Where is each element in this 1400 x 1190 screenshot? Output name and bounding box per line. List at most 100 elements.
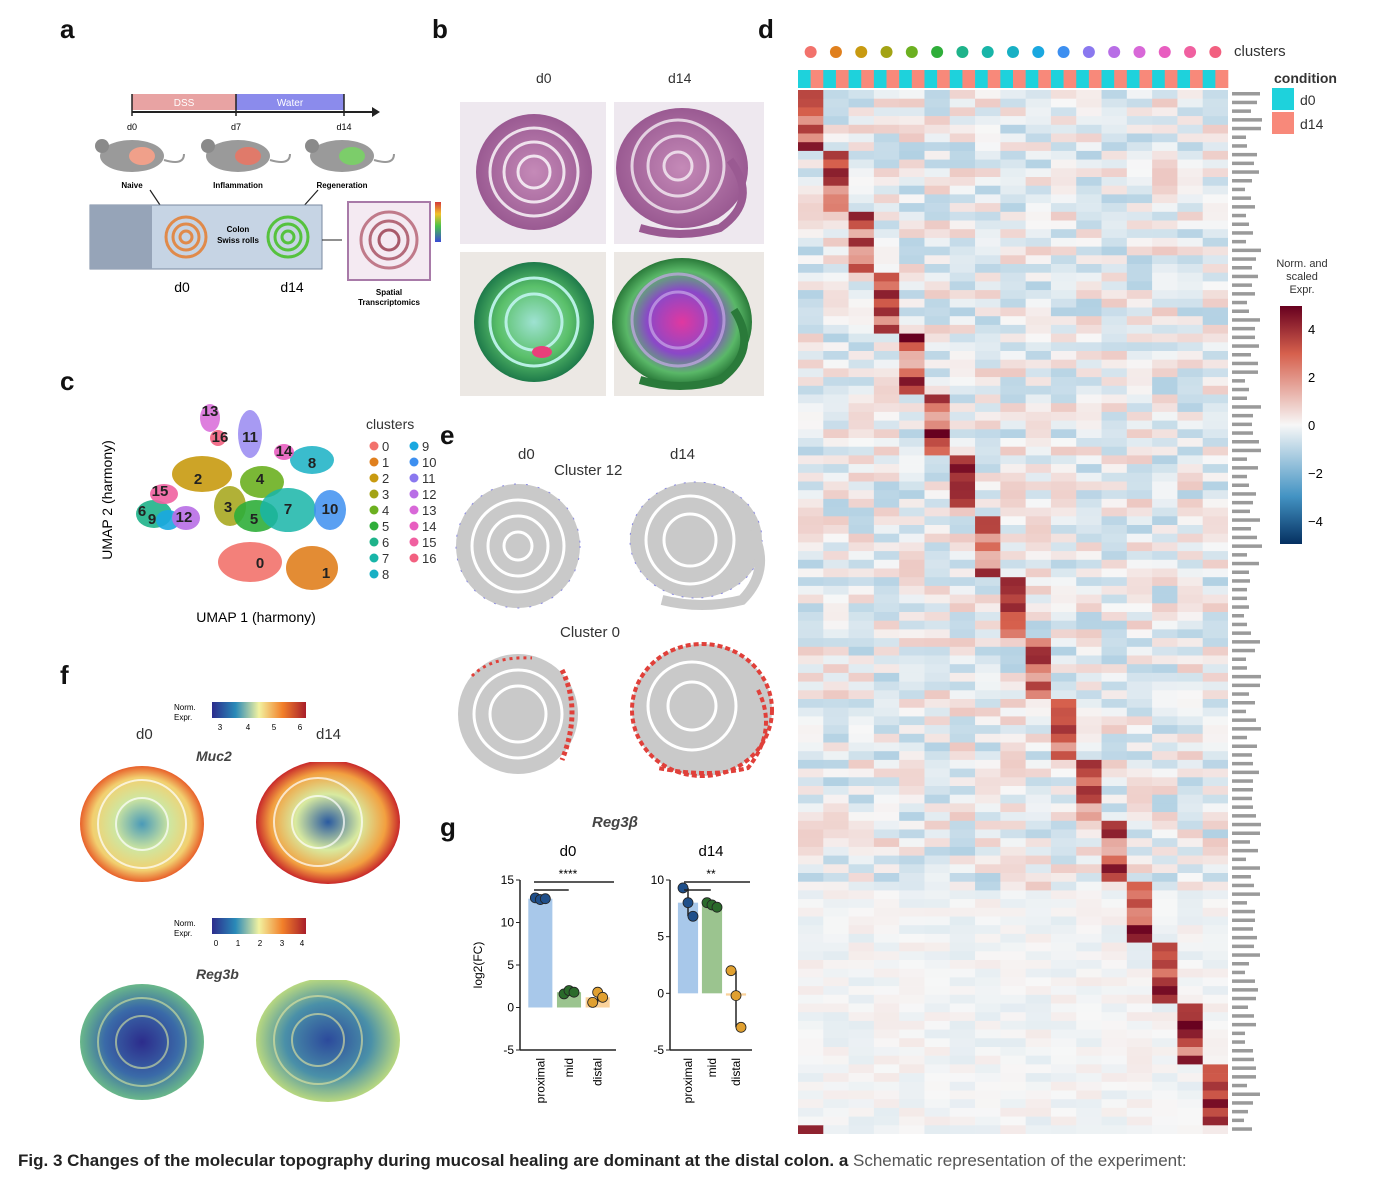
- gene-label-mark: [1232, 457, 1247, 461]
- panel-label-a: a: [60, 14, 75, 44]
- gene-label-mark: [1232, 996, 1256, 1001]
- umap-legend-label: 10: [422, 455, 436, 470]
- cbar-tick-2: 2: [1308, 370, 1315, 385]
- bar-ytick: -5: [503, 1043, 514, 1057]
- bar-category-label: proximal: [681, 1058, 695, 1103]
- gene-label-mark: [1232, 622, 1247, 627]
- condition-strip-cell: [1050, 70, 1064, 88]
- condition-strip-cell: [1063, 70, 1077, 88]
- gene-label-mark: [1232, 300, 1247, 305]
- gene-label-mark: [1232, 135, 1246, 139]
- bar-ytick: 5: [657, 930, 664, 944]
- gene-label-mark: [1232, 1075, 1256, 1079]
- data-point: [735, 1021, 747, 1033]
- gene-label-mark: [1232, 344, 1259, 348]
- gene-label-mark: [1232, 683, 1260, 688]
- significance-stars: **: [706, 867, 716, 881]
- gene-label-mark: [1232, 309, 1249, 313]
- gene-label-mark: [1232, 170, 1259, 174]
- panel-label-g: g: [440, 812, 456, 842]
- gene-label-mark: [1232, 100, 1257, 105]
- umap-legend-dot: [409, 537, 419, 547]
- bar-category-label: mid: [562, 1058, 576, 1077]
- reg3b-cbar-tick: 0: [214, 939, 219, 948]
- cluster12-d0-map: [455, 483, 581, 609]
- condition-strip-cell: [1076, 70, 1090, 88]
- e-col-d0: d0: [518, 446, 535, 463]
- tick-d14: d14: [336, 122, 351, 132]
- gene-label-mark: [1232, 735, 1247, 740]
- he-d0-image: [476, 114, 592, 230]
- tube-day-d0: d0: [174, 279, 190, 295]
- condition-strip-cell: [962, 70, 976, 88]
- umap-legend-dot: [409, 553, 419, 563]
- water-label: Water: [277, 98, 304, 109]
- gene-label-mark: [1232, 944, 1254, 949]
- cbar-tick-4: 4: [1308, 322, 1315, 337]
- condition-strip-cell: [1000, 70, 1014, 88]
- gene-label-mark: [1232, 666, 1247, 670]
- gene-label-mark: [1232, 413, 1253, 418]
- condition-strip-cell: [1013, 70, 1026, 88]
- f-col-d0: d0: [136, 726, 153, 743]
- umap-legend-label: 15: [422, 535, 436, 550]
- tube-day-d14: d14: [280, 279, 304, 295]
- gene-label-mark: [1232, 962, 1249, 966]
- condition-strip-cell: [886, 70, 900, 88]
- umap-legend-label: 16: [422, 551, 436, 566]
- dss-label: DSS: [174, 98, 195, 109]
- data-point: [725, 965, 737, 977]
- gene-label-mark: [1232, 1005, 1248, 1009]
- gene-label-mark: [1232, 553, 1247, 557]
- gene-label-mark: [1232, 988, 1258, 992]
- umap-ylabel: UMAP 2 (harmony): [99, 440, 115, 560]
- muc2-cbar-tick: 4: [246, 723, 251, 732]
- muc2-d14-map: [256, 762, 400, 884]
- umap-legend-label: 0: [382, 439, 389, 454]
- cbar-tick-0: 0: [1308, 418, 1315, 433]
- umap-cluster-label: 4: [256, 471, 265, 488]
- data-point: [597, 991, 609, 1003]
- gene-label-mark: [1232, 605, 1249, 609]
- spatial-d0-image: [474, 262, 594, 382]
- gene-label-mark: [1232, 883, 1254, 888]
- gene-label-mark: [1232, 701, 1255, 705]
- dss-bar: [132, 94, 236, 110]
- caption-bold: Fig. 3 Changes of the molecular topograp…: [18, 1151, 849, 1170]
- gene-label-mark: [1232, 1022, 1256, 1027]
- gene-label-mark: [1232, 179, 1252, 183]
- muc2-spatial-maps: [80, 762, 400, 884]
- reg3b-spatial-maps: [80, 980, 400, 1102]
- gene-label-mark: [1232, 318, 1260, 322]
- heatmap-colorbar: 4 2 0 −2 −4: [1280, 306, 1323, 544]
- tick-d7: d7: [231, 122, 241, 132]
- gene-label-mark: [1232, 909, 1255, 914]
- expression-heatmap: [798, 90, 1228, 1134]
- umap-legend-label: 8: [382, 567, 389, 582]
- heatmap-cluster-dot: [829, 46, 842, 58]
- condition-strip-cell: [1025, 70, 1039, 88]
- heatmap-gene-labels: [1232, 92, 1262, 1131]
- heatmap-cluster-dot: [1158, 46, 1171, 58]
- data-point: [711, 901, 723, 913]
- condition-strip-cell: [1114, 70, 1128, 88]
- gene-label-mark: [1232, 231, 1253, 235]
- umap-cluster-label: 6: [138, 503, 146, 520]
- gene-label-mark: [1232, 970, 1245, 975]
- gene-label-mark: [1232, 631, 1251, 635]
- tick-d0: d0: [127, 122, 137, 132]
- gene-label-mark: [1232, 857, 1246, 862]
- gene-label-mark: [1232, 1014, 1254, 1018]
- gene-label-mark: [1232, 248, 1261, 253]
- heatmap-cluster-dot: [956, 46, 969, 58]
- condition-d0-label: d0: [1300, 92, 1316, 108]
- condition-strip-cell: [1177, 70, 1191, 88]
- gene-label-mark: [1232, 596, 1247, 601]
- cluster0-d14-map: [630, 642, 774, 778]
- gene-label-mark: [1232, 648, 1255, 653]
- reg3b-d0-map: [80, 984, 204, 1100]
- umap-legend-dot: [369, 521, 379, 531]
- panel-label-b: b: [432, 14, 448, 44]
- condition-strip-cell: [911, 70, 925, 88]
